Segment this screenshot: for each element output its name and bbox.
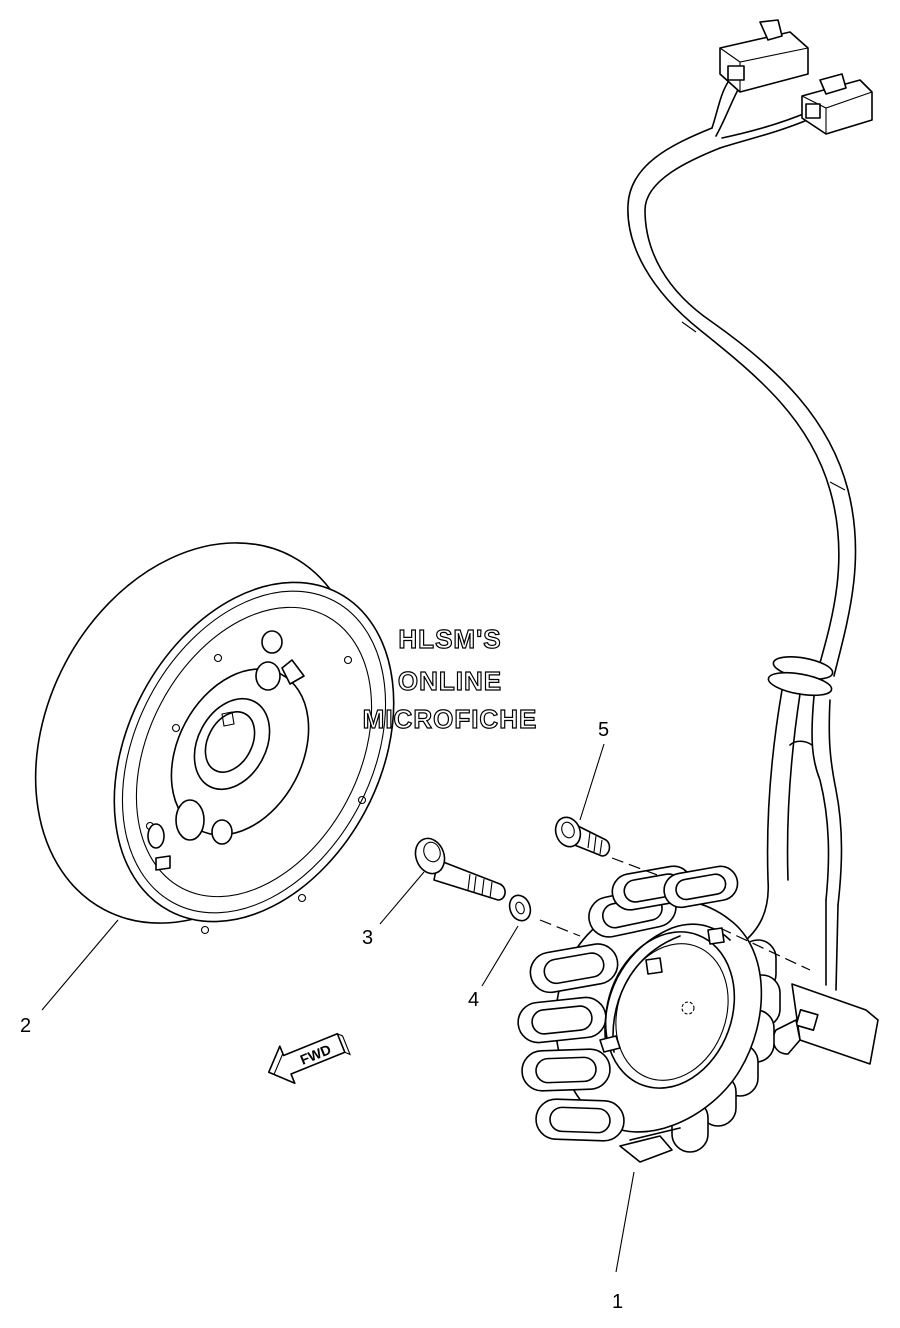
wire-harness bbox=[627, 19, 879, 1065]
watermark: HLSM'S ONLINE MICROFICHE bbox=[362, 623, 538, 734]
forward-arrow-icon: FWD bbox=[267, 1032, 352, 1085]
flywheel-rotor bbox=[34, 542, 395, 935]
stator-assembly bbox=[517, 865, 781, 1163]
watermark-line-1: HLSM'S bbox=[398, 624, 501, 654]
callout-numbers: 1 2 3 4 5 bbox=[20, 719, 623, 1313]
rim-holes bbox=[145, 653, 367, 935]
callout-2: 2 bbox=[20, 1015, 31, 1037]
pickup-coil bbox=[772, 899, 879, 1065]
callout-1: 1 bbox=[612, 1291, 623, 1313]
callout-4: 4 bbox=[468, 989, 479, 1011]
assembly-lines bbox=[539, 857, 811, 971]
harness-grommet bbox=[767, 656, 834, 697]
screw-5 bbox=[554, 816, 611, 857]
leader-lines bbox=[41, 743, 635, 1273]
watermark-line-2: ONLINE bbox=[398, 666, 502, 696]
bolt-3 bbox=[414, 837, 506, 901]
callout-3: 3 bbox=[362, 927, 373, 949]
washer-4 bbox=[508, 894, 532, 922]
stator-front-poles bbox=[517, 865, 739, 1142]
connector-upper bbox=[719, 19, 809, 93]
callout-5: 5 bbox=[598, 719, 609, 741]
connector-lower bbox=[801, 73, 873, 135]
flywheel-hub bbox=[147, 630, 310, 871]
watermark-line-3: MICROFICHE bbox=[363, 704, 538, 734]
